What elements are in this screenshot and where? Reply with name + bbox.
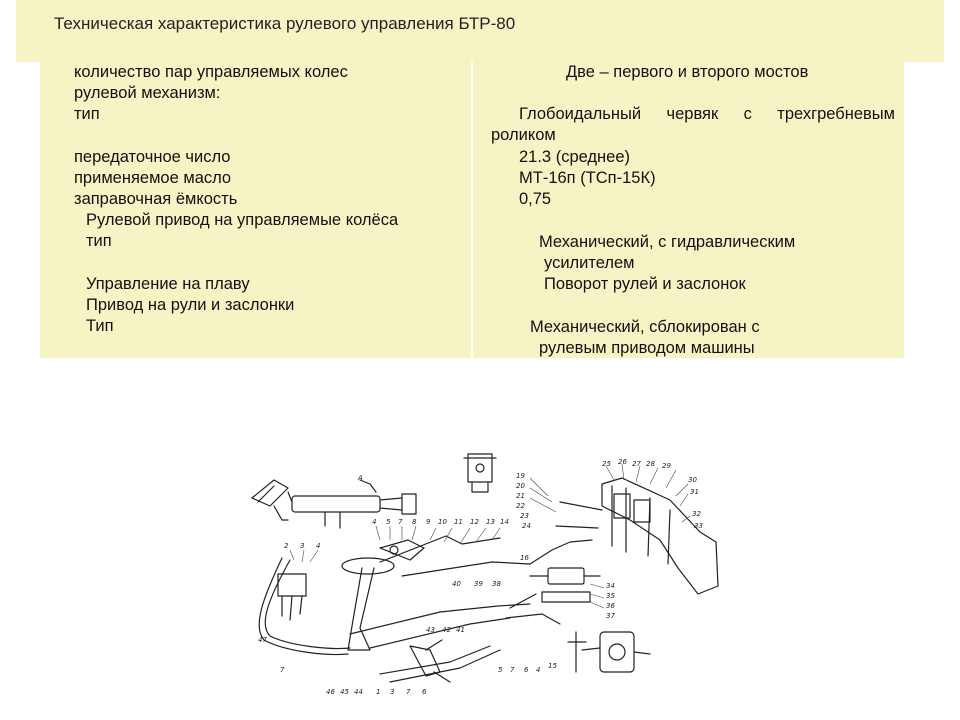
rudders-type-value: Механический, сблокирован с (530, 318, 760, 336)
column-divider (471, 62, 473, 358)
svg-text:38: 38 (492, 580, 501, 588)
page-title: Техническая характеристика рулевого упра… (54, 14, 516, 33)
svg-text:43: 43 (426, 626, 435, 634)
gear-ratio-value: 21.3 (среднее) (519, 148, 631, 166)
type-label: Тип (86, 317, 114, 335)
svg-text:46: 46 (326, 688, 335, 696)
svg-text:15: 15 (548, 662, 557, 670)
svg-text:27: 27 (632, 460, 641, 468)
svg-text:4: 4 (316, 542, 320, 550)
svg-text:12: 12 (470, 518, 479, 526)
drive-type-value: Механический, с гидравлическим (539, 233, 796, 251)
svg-text:25: 25 (602, 460, 611, 468)
svg-text:40: 40 (452, 580, 461, 588)
svg-text:28: 28 (646, 460, 655, 468)
svg-text:47: 47 (258, 636, 267, 644)
svg-text:9: 9 (426, 518, 431, 526)
type-label: тип (86, 232, 112, 250)
svg-text:11: 11 (454, 518, 463, 526)
rudders-drive-label: Привод на рули и заслонки (86, 296, 295, 314)
svg-text:7: 7 (510, 666, 515, 674)
oil-label: применяемое масло (74, 169, 232, 187)
svg-text:7: 7 (280, 666, 285, 674)
rudders-type-value-cont: рулевым приводом машины (539, 339, 755, 357)
svg-text:21: 21 (516, 492, 525, 500)
capacity-value: 0,75 (519, 190, 552, 208)
svg-text:20: 20 (516, 482, 525, 490)
svg-text:32: 32 (692, 510, 701, 518)
svg-text:22: 22 (516, 502, 525, 510)
wheel-pairs-label: количество пар управляемых колес (74, 63, 348, 81)
svg-text:36: 36 (606, 602, 615, 610)
svg-text:23: 23 (520, 512, 529, 520)
mechanism-type-value-cont: роликом (491, 126, 556, 144)
svg-text:34: 34 (606, 582, 615, 590)
svg-text:33: 33 (694, 522, 703, 530)
svg-text:44: 44 (354, 688, 363, 696)
hydraulic-cylinder (251, 479, 417, 529)
title-band: Техническая характеристика рулевого упра… (16, 0, 944, 62)
svg-text:14: 14 (500, 518, 509, 526)
svg-text:24: 24 (522, 522, 531, 530)
svg-text:29: 29 (662, 462, 671, 470)
svg-text:А: А (357, 474, 363, 482)
svg-text:37: 37 (606, 612, 615, 620)
type-label: тип (74, 105, 100, 123)
svg-text:16: 16 (520, 554, 529, 562)
gear-ratio-label: передаточное число (74, 148, 231, 166)
afloat-control-value: Поворот рулей и заслонок (544, 275, 746, 293)
capacity-label: заправочная ёмкость (74, 190, 238, 208)
wheel-pairs-value: Две – первого и второго мостов (566, 63, 809, 81)
svg-text:30: 30 (688, 476, 697, 484)
svg-text:6: 6 (524, 666, 529, 674)
svg-text:6: 6 (422, 688, 427, 696)
svg-text:2: 2 (284, 542, 289, 550)
svg-text:1: 1 (376, 688, 380, 696)
svg-text:3: 3 (390, 688, 394, 696)
afloat-control-label: Управление на плаву (86, 275, 250, 293)
drive-type-value-cont: усилителем (544, 254, 635, 272)
svg-text:5: 5 (386, 518, 391, 526)
svg-text:31: 31 (690, 488, 699, 496)
steering-mechanism-label: рулевой механизм: (74, 84, 221, 102)
steering-drive-label: Рулевой привод на управляемые колёса (86, 211, 399, 229)
svg-text:42: 42 (442, 626, 451, 634)
svg-text:26: 26 (618, 458, 627, 466)
svg-text:45: 45 (340, 688, 349, 696)
mechanism-type-value: Глобоидальный червяк с трехгребневым (519, 105, 895, 123)
svg-text:35: 35 (606, 592, 615, 600)
svg-text:19: 19 (516, 472, 525, 480)
svg-text:41: 41 (456, 626, 465, 634)
svg-text:4: 4 (372, 518, 376, 526)
oil-value: МТ-16п (ТСп-15К) (519, 169, 656, 187)
svg-text:13: 13 (486, 518, 495, 526)
svg-text:4: 4 (536, 666, 540, 674)
svg-text:7: 7 (398, 518, 403, 526)
steering-wheel (341, 557, 395, 651)
svg-text:7: 7 (406, 688, 411, 696)
svg-text:5: 5 (498, 666, 503, 674)
svg-text:10: 10 (438, 518, 447, 526)
svg-text:8: 8 (412, 518, 417, 526)
svg-text:39: 39 (474, 580, 483, 588)
svg-text:3: 3 (300, 542, 304, 550)
